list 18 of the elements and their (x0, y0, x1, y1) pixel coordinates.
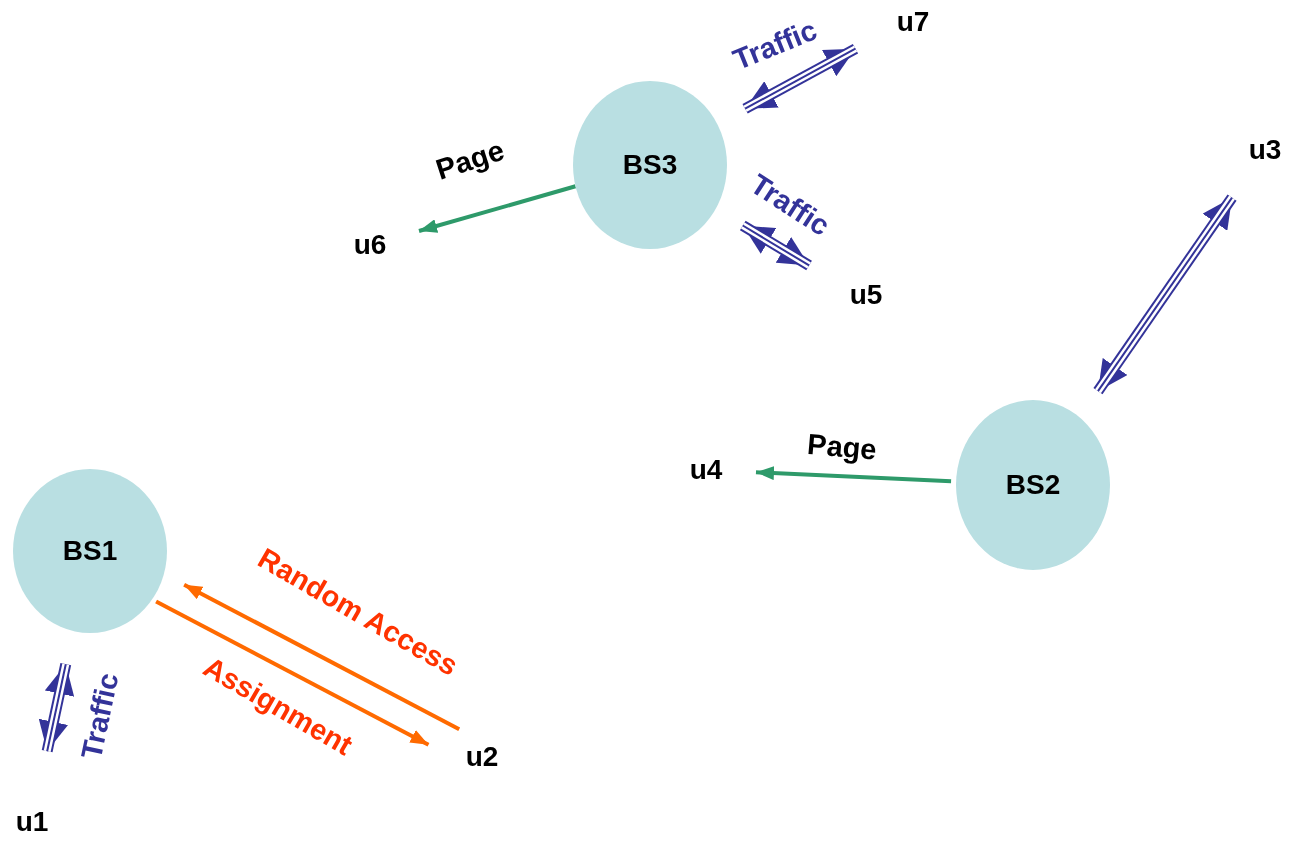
node-label: u5 (849, 279, 883, 311)
double-arrow (38, 663, 75, 753)
arrow (755, 466, 952, 484)
node-label: u1 (15, 806, 49, 838)
node-label: u3 (1248, 134, 1282, 166)
node-label: BS2 (1005, 469, 1061, 501)
arrow (183, 582, 461, 731)
arrow (155, 599, 430, 747)
double-arrow (742, 43, 859, 114)
node-label: BS1 (62, 535, 118, 567)
node-label: u7 (896, 6, 930, 38)
double-arrow (1093, 194, 1237, 395)
arrow (418, 184, 577, 233)
node-label: u6 (353, 229, 387, 261)
double-arrow (739, 220, 812, 271)
node-label: BS3 (622, 149, 678, 181)
node-label: u2 (465, 741, 499, 773)
node-label: u4 (689, 454, 723, 486)
